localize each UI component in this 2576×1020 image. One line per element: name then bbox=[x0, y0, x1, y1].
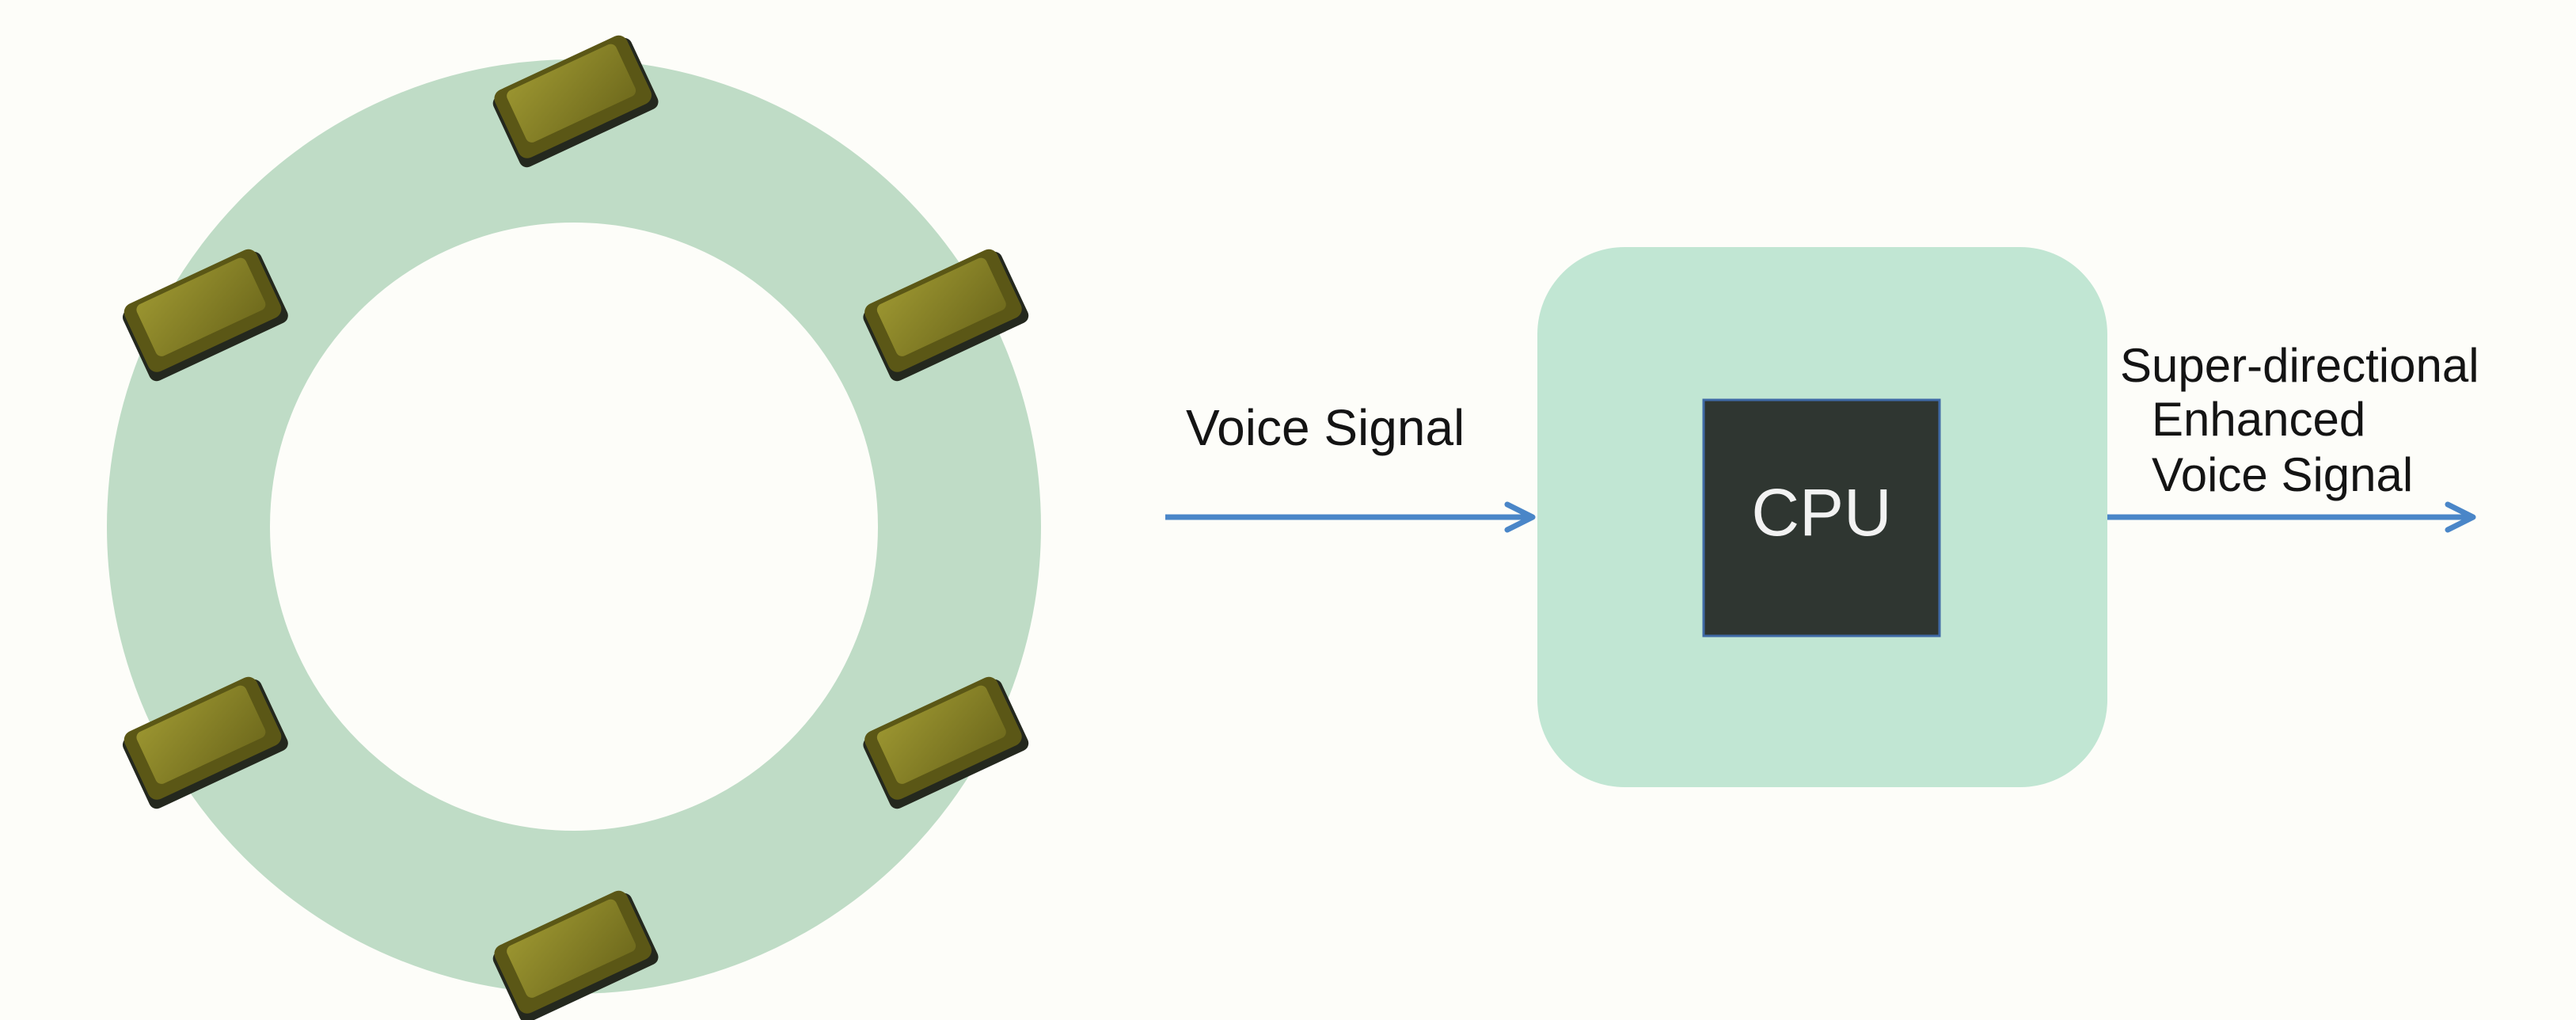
microphone-5 bbox=[122, 676, 288, 809]
cpu-label: CPU bbox=[1751, 475, 1891, 550]
processor-unit: CPU bbox=[1537, 247, 2107, 787]
cpu-chip bbox=[1702, 398, 1941, 638]
microphone-1 bbox=[492, 35, 659, 168]
microphone-2 bbox=[863, 249, 1029, 382]
microphone-3 bbox=[863, 676, 1029, 809]
microphone-4 bbox=[492, 890, 659, 1020]
microphone-array-ring bbox=[107, 35, 1041, 1020]
microphone-group bbox=[122, 35, 1029, 1020]
ring-board bbox=[107, 59, 1041, 994]
microphone-6 bbox=[122, 249, 288, 382]
output-signal-label-line-2: Enhanced bbox=[2152, 393, 2365, 446]
input-signal-label: Voice Signal bbox=[1186, 399, 1465, 456]
output-signal-label-line-1: Super-directional bbox=[2120, 339, 2479, 392]
output-signal-label-line-3: Voice Signal bbox=[2152, 448, 2413, 501]
